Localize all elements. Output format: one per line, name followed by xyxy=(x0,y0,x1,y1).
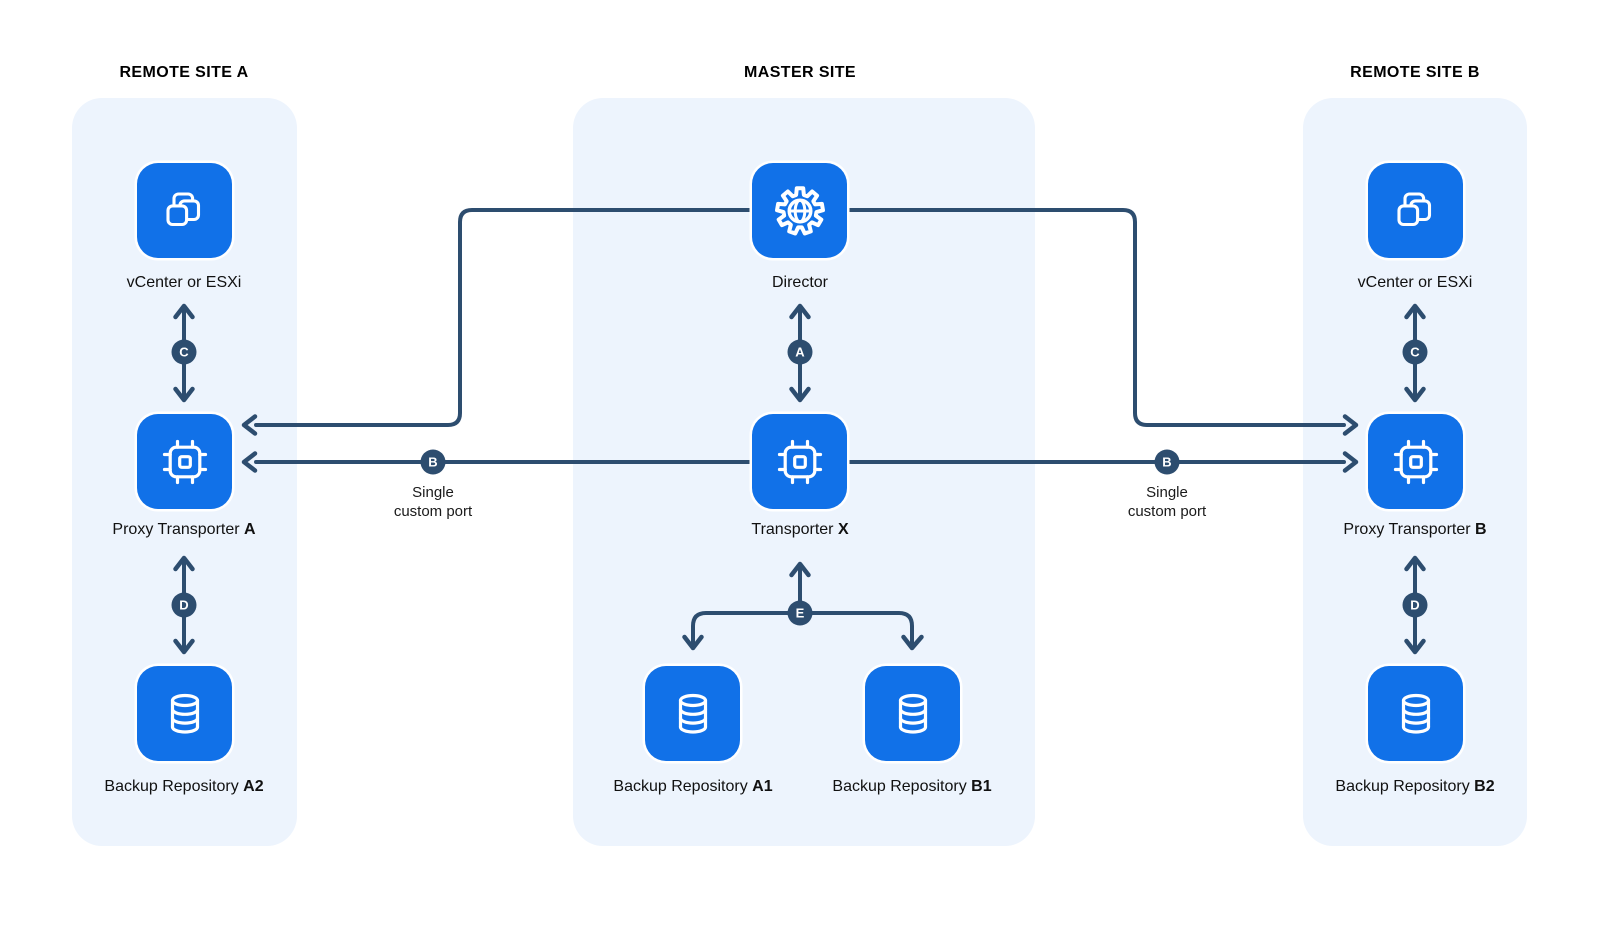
cpu-icon xyxy=(162,439,207,484)
node-vcenter-b xyxy=(1368,163,1463,258)
node-label-director: Director xyxy=(771,274,829,291)
node-label-proxy-transporter-a: Proxy Transporter A xyxy=(112,521,256,538)
director-to-proxy-b-connector xyxy=(846,208,1359,436)
node-label-transporter-x: Transporter X xyxy=(751,521,849,538)
node-backup-repository-a2 xyxy=(137,666,232,761)
connector-badge-e: E xyxy=(787,600,813,626)
node-label-backup-repository-b1: Backup Repository B1 xyxy=(832,778,992,795)
node-vcenter-a xyxy=(137,163,232,258)
node-label-vcenter-a: vCenter or ESXi xyxy=(126,274,242,291)
database-icon xyxy=(898,693,927,734)
connector-badge-d-left: D xyxy=(171,592,197,618)
gear-globe-icon xyxy=(774,185,825,235)
node-label-backup-repository-a1: Backup Repository A1 xyxy=(613,778,773,795)
transporter-to-proxy-b-connector xyxy=(848,451,1359,473)
connector-badge-b-right: B xyxy=(1154,449,1180,475)
node-proxy-transporter-b xyxy=(1368,414,1463,509)
node-label-backup-repository-a2: Backup Repository A2 xyxy=(104,778,264,795)
vmware-icon xyxy=(165,191,200,226)
node-label-proxy-transporter-b: Proxy Transporter B xyxy=(1343,521,1487,538)
node-backup-repository-a1 xyxy=(645,666,740,761)
vmware-icon xyxy=(1396,191,1431,226)
cpu-icon xyxy=(777,439,822,484)
connector-badge-c-left: C xyxy=(171,339,197,365)
node-director xyxy=(752,163,847,258)
director-to-proxy-a-connector xyxy=(241,208,754,436)
database-icon xyxy=(678,693,707,734)
node-label-backup-repository-b2: Backup Repository B2 xyxy=(1335,778,1495,795)
database-icon xyxy=(1401,693,1430,734)
node-transporter-x xyxy=(752,414,847,509)
site-title-remote-a: REMOTE SITE A xyxy=(119,64,249,81)
node-backup-repository-b2 xyxy=(1368,666,1463,761)
connector-badge-d-right: D xyxy=(1402,592,1428,618)
node-backup-repository-b1 xyxy=(865,666,960,761)
connector-badge-c-right: C xyxy=(1402,339,1428,365)
connector-badge-a: A xyxy=(787,339,813,365)
node-label-vcenter-b: vCenter or ESXi xyxy=(1357,274,1473,291)
single-custom-port-label-left: Single custom port xyxy=(393,484,473,520)
site-title-master: MASTER SITE xyxy=(744,64,856,81)
transporter-to-proxy-a-connector xyxy=(241,451,752,473)
connector-badge-b-left: B xyxy=(420,449,446,475)
database-icon xyxy=(170,693,199,734)
node-proxy-transporter-a xyxy=(137,414,232,509)
cpu-icon xyxy=(1393,439,1438,484)
single-custom-port-label-right: Single custom port xyxy=(1127,484,1207,520)
site-title-remote-b: REMOTE SITE B xyxy=(1350,64,1480,81)
